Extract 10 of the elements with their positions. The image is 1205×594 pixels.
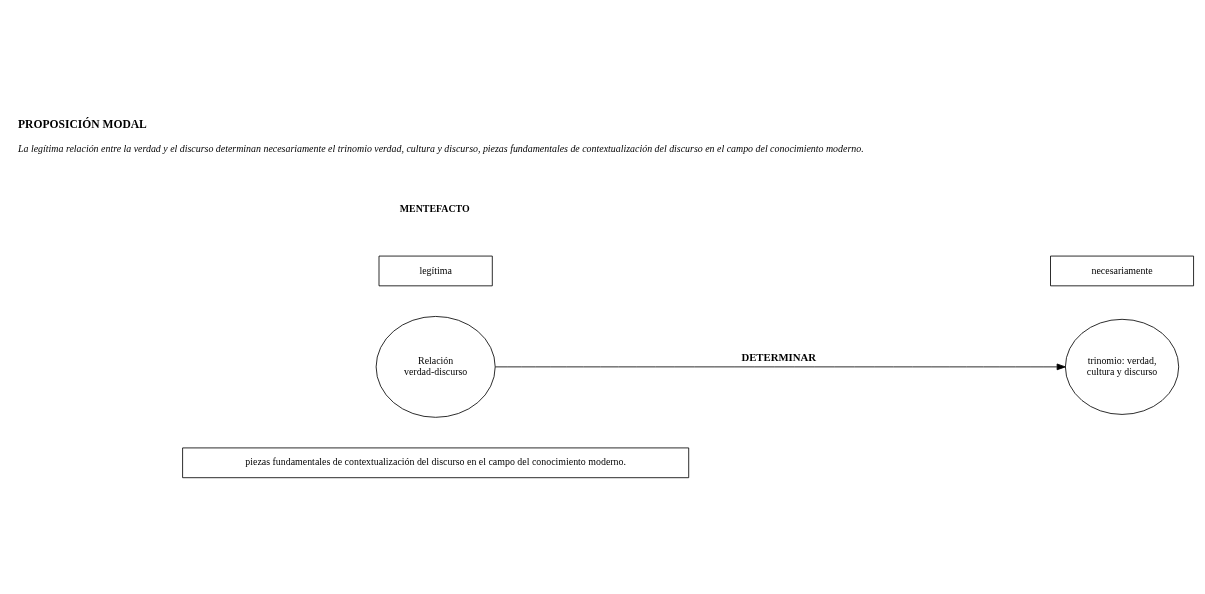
diagram-title: PROPOSICIÓN MODAL: [18, 118, 147, 132]
node-box: legítima: [378, 255, 493, 287]
node-box: piezas fundamentales de contextualización del discurso en el campo del conocimiento moderno.: [182, 447, 690, 479]
label: MENTEFACTO: [399, 203, 470, 215]
label: La legítima relación entre la verdad y el discurso determinan necesariamente el trinomio verdad, cultura y discurso, piezas fundamentales de contextualización del discurso en el campo del conocimiento moderno.: [18, 142, 864, 154]
edge-label: DETERMINAR: [741, 350, 817, 363]
node-ellipse: Relación verdad-discurso: [375, 316, 496, 418]
node-ellipse: trinomio: verdad, cultura y discurso: [1064, 318, 1180, 415]
arrow: [494, 363, 1066, 371]
node-box: necesariamente: [1050, 255, 1194, 287]
